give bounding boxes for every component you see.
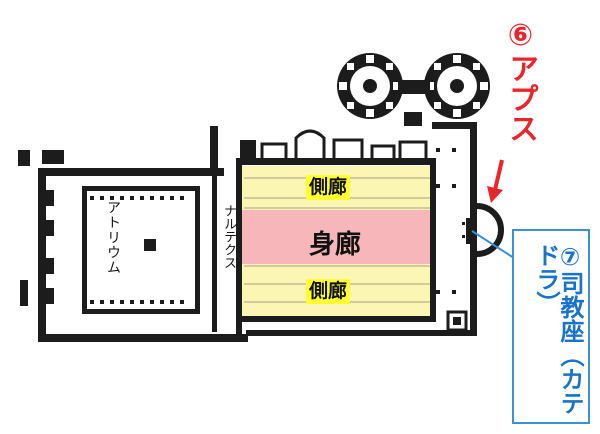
nave-fill [242, 210, 432, 264]
rotunda-left [337, 53, 403, 119]
cathedra-seat [462, 218, 471, 244]
transept-corner-pier [453, 317, 461, 325]
apse-curve [476, 203, 504, 257]
transept-walls [432, 122, 477, 336]
rotunda-right [424, 53, 490, 119]
apse-label: ⑥アプス [503, 18, 538, 143]
atrium-colonnade [90, 196, 184, 304]
narthex-label: ナルテクス [221, 204, 236, 269]
atrium-label: アトリウム [105, 200, 121, 275]
nave-label: 身廊 [309, 230, 362, 260]
rotunda-link [404, 112, 422, 126]
narthex-walls [208, 126, 248, 342]
side-chapels [260, 129, 428, 158]
basilica-walls [236, 158, 436, 336]
transept-corner-room [446, 310, 468, 332]
cathedra-leader-line [471, 230, 515, 259]
apse-arrow-shaft [493, 159, 504, 191]
aisle-bottom-label: 側廊 [306, 279, 351, 304]
apse-arrow-head [487, 186, 503, 203]
rotunda-connector [398, 80, 430, 94]
atrium-walls [18, 150, 224, 342]
cathedra-callout-box: ⑦司教座（カテドラ） [512, 229, 590, 424]
atrium-fountain [144, 239, 156, 251]
basilica-entrance-stub [240, 140, 256, 158]
cathedra-label: ⑦司教座（カテドラ） [532, 243, 584, 415]
aisle-top-label: 側廊 [306, 175, 351, 200]
